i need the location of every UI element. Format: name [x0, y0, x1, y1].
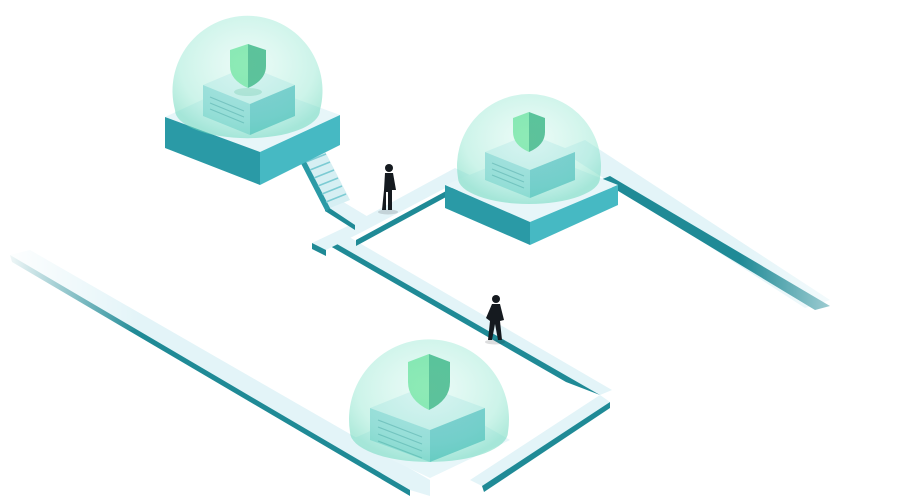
platform-top-right: [445, 94, 618, 245]
walkways: [0, 140, 900, 496]
person-icon: [378, 164, 398, 215]
walkway-bottom-left: [0, 240, 430, 496]
platform-top-left: [165, 15, 340, 185]
person-icon: [485, 295, 505, 345]
walkway-loop: [312, 168, 612, 492]
dome-top-right: [457, 94, 601, 204]
walkway-right: [560, 140, 900, 330]
dome-bottom: [349, 339, 510, 462]
platform-bottom: [349, 339, 510, 478]
dome-top-left: [172, 15, 323, 139]
